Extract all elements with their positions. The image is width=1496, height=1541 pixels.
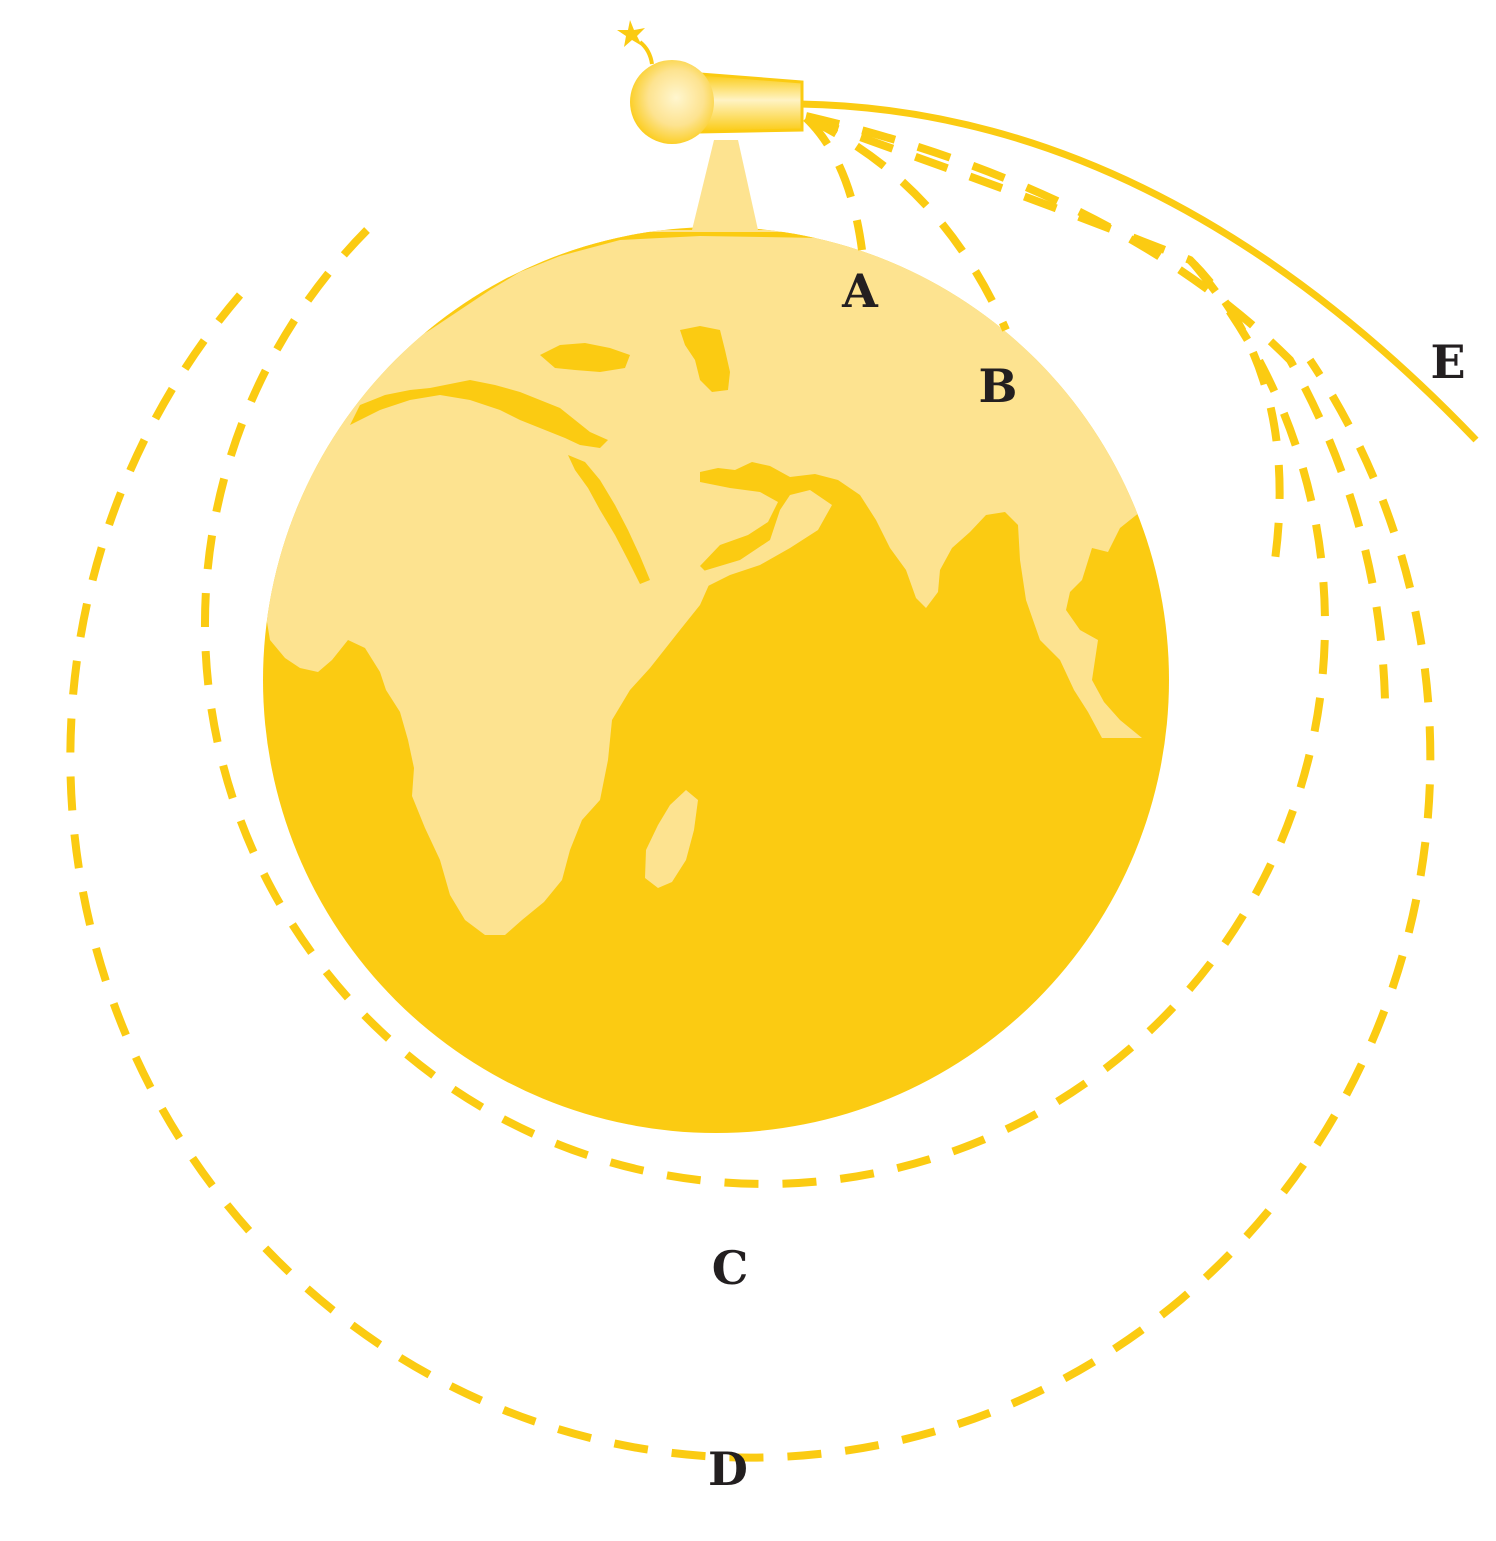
earth xyxy=(263,227,1169,1133)
trajectory-e xyxy=(799,100,1479,443)
trajectory-d-top xyxy=(805,112,1389,701)
label-e: E xyxy=(1430,335,1465,389)
cannon-barrel xyxy=(698,72,804,134)
trajectory-c xyxy=(201,227,1329,1188)
sea-black xyxy=(540,343,630,372)
label-a: A xyxy=(841,264,879,318)
island-madagascar xyxy=(645,790,698,888)
sea-red xyxy=(568,455,650,584)
label-b: B xyxy=(979,359,1018,413)
peninsula-arabia xyxy=(650,490,832,590)
sea-caspian xyxy=(680,326,730,392)
label-c: C xyxy=(712,1241,749,1295)
continents xyxy=(263,230,1160,935)
trajectory-c-top xyxy=(804,114,1284,561)
cannon xyxy=(617,20,804,144)
sea-mediterranean xyxy=(350,380,608,448)
trajectory-b xyxy=(804,114,1010,332)
label-d: D xyxy=(708,1442,748,1496)
cannon-fuse xyxy=(638,40,654,65)
mountain xyxy=(692,140,758,230)
trajectory-a xyxy=(803,115,866,251)
spark-icon xyxy=(617,20,645,47)
cannon-breech xyxy=(630,60,714,144)
